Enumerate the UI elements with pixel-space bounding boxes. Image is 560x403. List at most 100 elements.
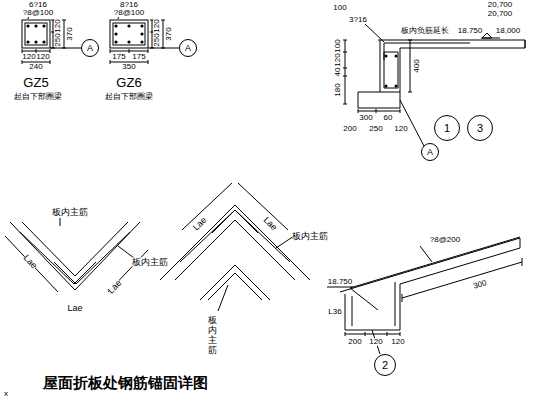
column-section-gz5-stroke: [26, 24, 29, 27]
dimension-label: 240: [29, 63, 42, 71]
elevation-label: 20,700: [488, 1, 512, 9]
column-section-gz5-stroke: [26, 40, 29, 43]
beam-slab-detail-1-3-stroke: [395, 55, 398, 58]
beam-slab-detail-1-3-stroke: [408, 40, 412, 92]
reference-circle: A: [81, 39, 99, 57]
beam-slab-detail-1-3-stroke: [400, 100, 424, 146]
reference-number: 1: [444, 123, 450, 134]
folded-plate-valley-stroke: [5, 236, 148, 292]
column-section-gz6-stroke: [114, 24, 117, 27]
dimension-label: 250: [54, 33, 62, 46]
rebar-label: 8?16: [120, 1, 138, 9]
folded-plate-valley-stroke: [10, 222, 140, 290]
sloped-slab-detail-2-stroke: [402, 258, 522, 302]
beam-slab-detail-1-3-stroke: [385, 55, 388, 58]
reference-circle: 1: [434, 115, 460, 141]
corner-mark: x: [4, 390, 8, 398]
beam-slab-detail-1-3-stroke: [358, 109, 400, 113]
folded-plate-ridge-stroke: [200, 265, 270, 300]
column-section-gz6-stroke: [127, 40, 130, 43]
beam-slab-detail-1-3-stroke: [365, 24, 384, 42]
anchorage-length: Lae: [107, 278, 124, 295]
reference-circle: 2: [374, 354, 396, 376]
beam-slab-detail-1-3-stroke: [385, 85, 388, 88]
column-section-gz6-stroke: [148, 48, 179, 49]
dimension-label: 200: [348, 338, 361, 346]
dimension-label: 300: [472, 279, 487, 291]
note-label: 板内主筋: [292, 232, 328, 241]
reference-number: A: [427, 148, 433, 157]
note-label: 板内主筋: [208, 316, 217, 356]
dimension-label: 300: [359, 114, 372, 122]
folded-plate-ridge-stroke: [180, 210, 290, 262]
column-mark: GZ5: [23, 76, 48, 89]
column-section-gz5: [22, 3, 81, 64]
dimension-label: 400: [413, 59, 421, 72]
beam-slab-detail-1-3: [343, 24, 525, 146]
folded-plate-ridge-stroke: [160, 205, 310, 280]
beam-slab-detail-1-3-stroke: [343, 40, 347, 104]
dimension-label: 370: [66, 27, 74, 40]
column-section-gz5-stroke: [51, 20, 66, 48]
column-section-gz5-stroke: [42, 40, 45, 43]
column-section-gz6-stroke: [114, 32, 117, 35]
column-section-gz5-stroke: [22, 49, 50, 64]
column-section-gz5-stroke: [34, 24, 37, 27]
beam-slab-detail-1-3-stroke: [358, 40, 525, 108]
folded-plate-valley-stroke: [60, 218, 61, 226]
column-section-gz6-stroke: [110, 20, 148, 48]
dimension-label: 180: [334, 83, 342, 96]
column-section-gz5-stroke: [42, 24, 45, 27]
dimension-label: 120: [391, 338, 404, 346]
reference-number: 3: [477, 123, 483, 134]
beam-slab-detail-1-3-stroke: [525, 40, 526, 48]
column-section-gz6-stroke: [150, 20, 165, 48]
elevation-label: 18.750: [328, 278, 352, 286]
dimension-label: 100: [334, 39, 342, 52]
rebar-label: ?8@200: [430, 236, 460, 244]
dimension-label: 250: [369, 125, 382, 133]
dimension-label: 200: [343, 125, 356, 133]
column-mark: GZ6: [116, 76, 141, 89]
reference-circle: 3: [467, 115, 493, 141]
dimension-label: 175: [112, 53, 125, 61]
rebar-label: 6?16: [29, 1, 47, 9]
beam-slab-detail-1-3-stroke: [384, 43, 470, 88]
note-label: L36: [328, 308, 341, 316]
note-label: 板内负筋延长: [401, 27, 449, 35]
reference-number: 2: [382, 360, 388, 371]
sloped-slab-detail-2-stroke: [350, 288, 378, 310]
column-section-gz5-stroke: [25, 23, 47, 45]
dimension-label: 60: [384, 114, 393, 122]
dimension-label: 120: [22, 53, 35, 61]
sloped-slab-detail-2-stroke: [340, 238, 520, 330]
beam-slab-detail-1-3-stroke: [395, 85, 398, 88]
dimension-label: 40: [334, 68, 342, 77]
dimension-label: 175: [132, 53, 145, 61]
dimension-label: 370: [165, 27, 173, 40]
folded-plate-ridge-stroke: [218, 285, 228, 311]
sloped-slab-detail-2-stroke: [327, 287, 353, 288]
column-section-gz6-stroke: [140, 40, 143, 43]
note-label: 板内主筋: [52, 208, 88, 217]
folded-plate-ridge: [160, 183, 310, 311]
sloped-slab-detail-2: [327, 237, 522, 354]
sloped-slab-detail-2-stroke: [350, 237, 520, 326]
column-section-gz5-stroke: [34, 40, 37, 43]
column-section-gz6-stroke: [127, 24, 130, 27]
elevation-label: 20,700: [488, 10, 512, 18]
folded-plate-valley-stroke: [20, 232, 130, 284]
column-section-gz6-stroke: [110, 49, 148, 64]
rebar-label: 3?16: [349, 16, 367, 24]
column-section-gz6-stroke: [140, 24, 143, 27]
dimension-label: 250: [153, 33, 161, 46]
dimension-label: 100: [333, 4, 346, 12]
dimension-label: 120: [36, 53, 49, 61]
rebar-label: ?8@100: [114, 9, 144, 17]
dimension-label: 120: [369, 338, 382, 346]
reference-number: A: [185, 44, 191, 53]
elevation-label: 18.750: [458, 27, 482, 35]
note-label: 起自下部圈梁: [105, 93, 153, 101]
reference-circle: A: [421, 143, 439, 161]
dimension-label: 120: [334, 53, 342, 66]
